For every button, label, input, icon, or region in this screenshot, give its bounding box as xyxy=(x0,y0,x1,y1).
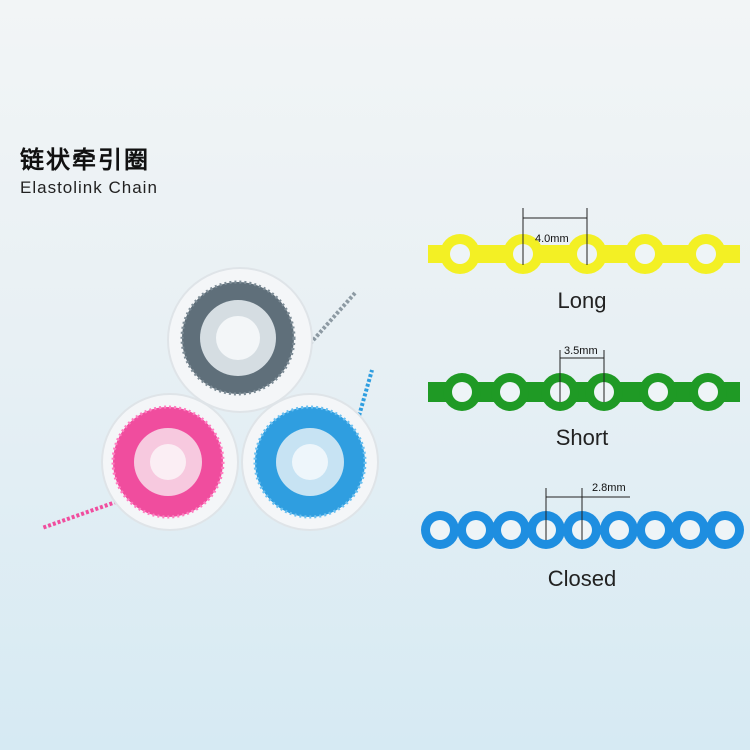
gray-spool xyxy=(167,267,357,413)
closed-dimension-label: 2.8mm xyxy=(592,482,626,494)
closed-chain xyxy=(421,488,744,549)
short-chain xyxy=(428,350,740,411)
long-chain-label: Long xyxy=(557,288,607,313)
long-dimension-label: 4.0mm xyxy=(535,233,569,245)
product-title-english: Elastolink Chain xyxy=(20,178,158,197)
product-title-chinese: 链状牵引圈 xyxy=(20,146,150,174)
closed-chain-label: Closed xyxy=(547,566,617,591)
pink-spool xyxy=(41,393,239,531)
short-chain-label: Short xyxy=(555,425,609,450)
short-dimension-label: 3.5mm xyxy=(564,345,598,357)
blue-spool xyxy=(241,369,379,531)
long-chain xyxy=(428,208,740,274)
